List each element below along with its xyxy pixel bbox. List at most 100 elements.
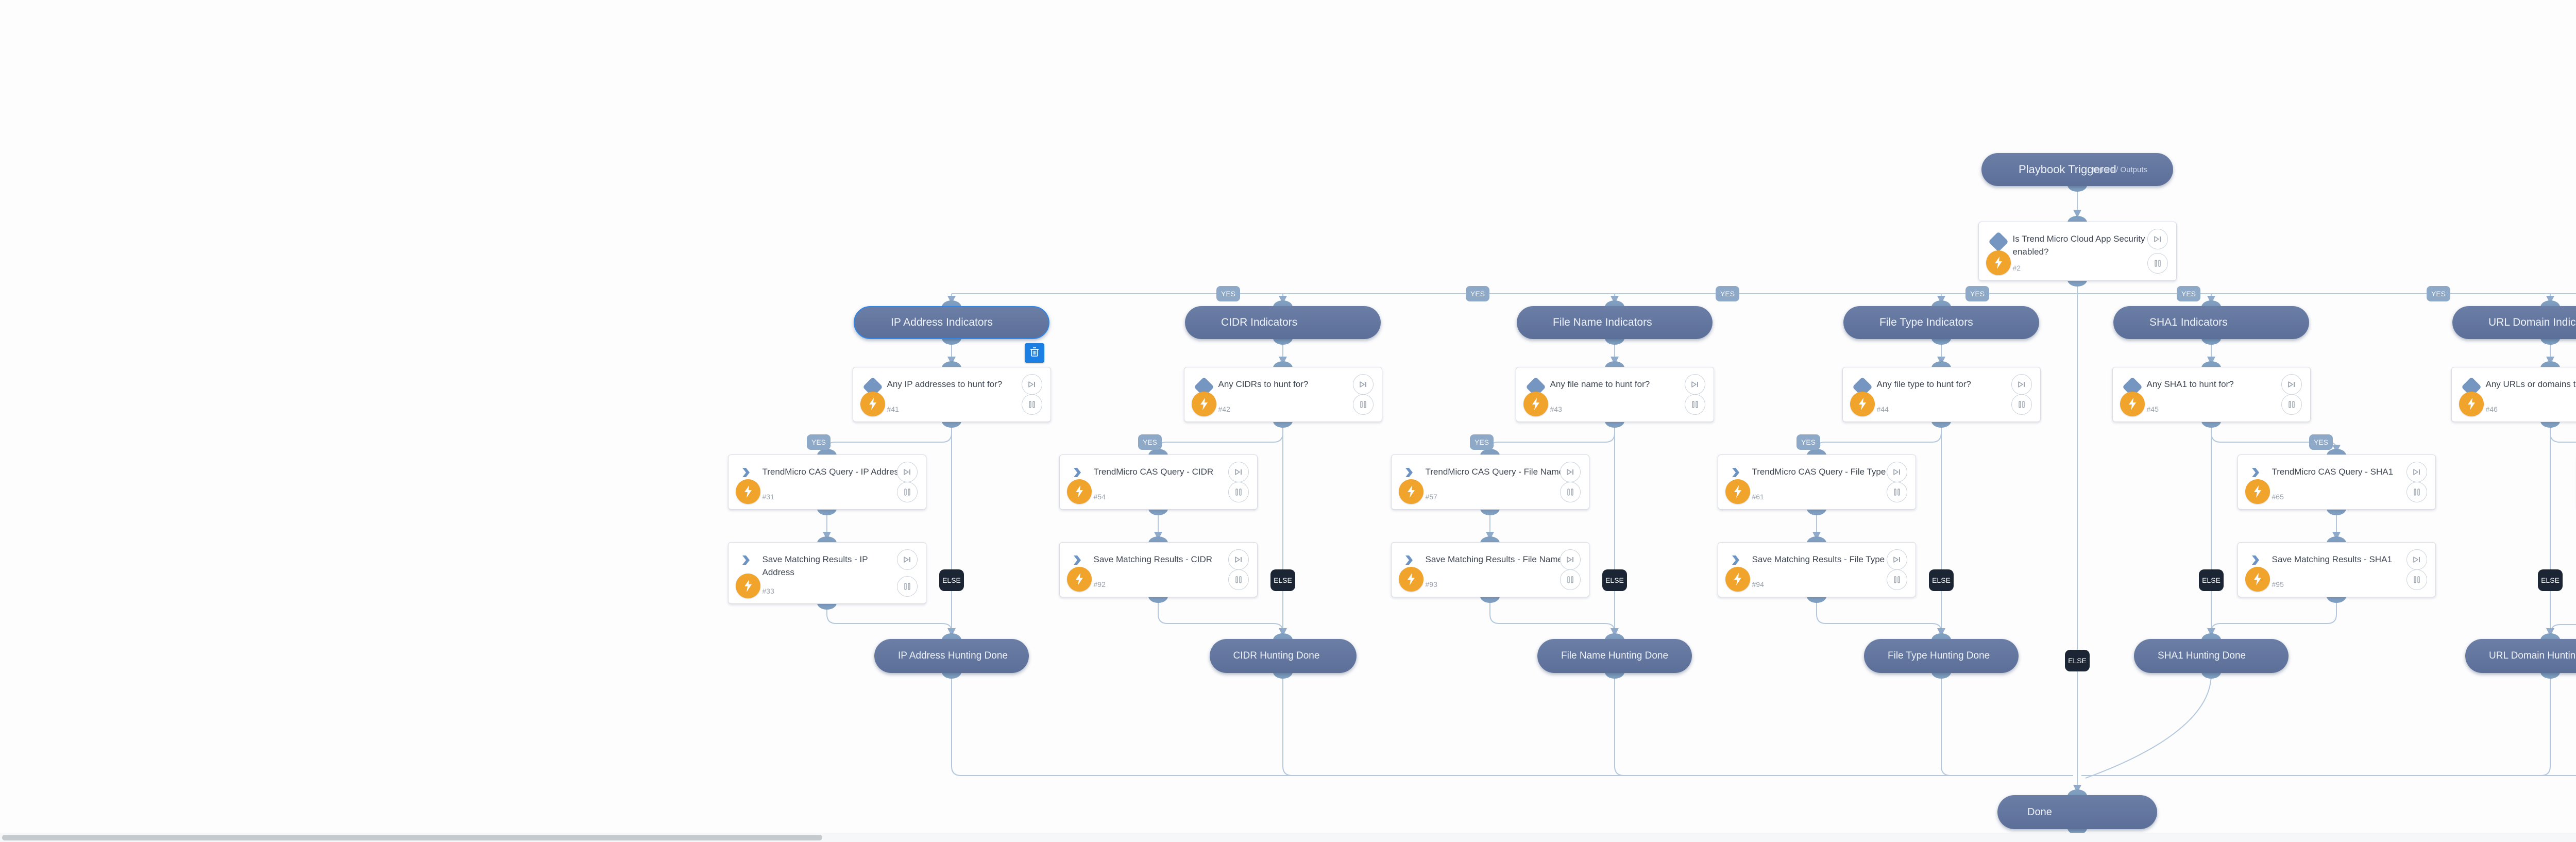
skip-task-button[interactable] bbox=[2147, 229, 2168, 249]
skip-task-button[interactable] bbox=[2406, 462, 2427, 482]
pause-task-button[interactable] bbox=[1352, 394, 1374, 415]
automation-chevron-icon bbox=[1730, 554, 1742, 569]
node-save-ip[interactable]: Save Matching Results - IP Address #33 bbox=[727, 542, 926, 604]
node-query-filetype[interactable]: TrendMicro CAS Query - File Type #61 bbox=[1717, 454, 1916, 510]
task-number: #42 bbox=[1218, 405, 1230, 413]
skip-task-button[interactable] bbox=[1352, 374, 1374, 395]
skip-task-button[interactable] bbox=[1886, 462, 1907, 482]
else-branch-label: ELSE bbox=[2199, 569, 2224, 591]
skip-task-button[interactable] bbox=[2406, 549, 2427, 570]
task-title: Save Matching Results - CIDR bbox=[1093, 554, 1213, 564]
task-title: TrendMicro CAS Query - File Type bbox=[1752, 467, 1886, 477]
horizontal-scrollbar-thumb[interactable] bbox=[2, 835, 822, 840]
skip-task-button[interactable] bbox=[896, 462, 918, 482]
yes-branch-label: YES bbox=[2427, 286, 2450, 301]
task-number: #61 bbox=[1752, 493, 1764, 501]
node-cond-sha1[interactable]: Any SHA1 to hunt for?#45 bbox=[2112, 367, 2311, 422]
node-query-cidr[interactable]: TrendMicro CAS Query - CIDR#54 bbox=[1059, 454, 1258, 510]
task-title: Any file name to hunt for? bbox=[1550, 379, 1650, 389]
task-title: Save Matching Results - IP Address bbox=[762, 554, 868, 577]
skip-task-button[interactable] bbox=[2011, 374, 2032, 395]
pause-task-button[interactable] bbox=[2281, 394, 2302, 415]
node-header-ip[interactable]: IP Address Indicators bbox=[854, 306, 1049, 339]
pause-task-button[interactable] bbox=[2406, 482, 2427, 502]
node-save-filename[interactable]: Save Matching Results - File Name#93 bbox=[1391, 542, 1589, 597]
node-end-sha1[interactable]: SHA1 Hunting Done bbox=[2134, 639, 2289, 673]
node-cond-filename[interactable]: Any file name to hunt for?#43 bbox=[1515, 367, 1714, 422]
node-header-urldomain[interactable]: URL Domain Indicators bbox=[2452, 306, 2576, 339]
node-end-filename[interactable]: File Name Hunting Done bbox=[1537, 639, 1692, 673]
pause-task-button[interactable] bbox=[896, 576, 918, 597]
node-label: SHA1 Indicators bbox=[2149, 316, 2228, 328]
quiet-mode-lightning-icon bbox=[1850, 392, 1875, 416]
pause-task-button[interactable] bbox=[1886, 482, 1907, 502]
node-header-cidr[interactable]: CIDR Indicators bbox=[1185, 306, 1381, 339]
task-number: #95 bbox=[2272, 580, 2284, 588]
node-end-filetype[interactable]: File Type Hunting Done bbox=[1864, 639, 2019, 673]
skip-task-button[interactable] bbox=[1228, 462, 1249, 482]
else-branch-label: ELSE bbox=[2538, 569, 2563, 591]
skip-task-button[interactable] bbox=[1560, 549, 1581, 570]
pause-task-button[interactable] bbox=[1021, 394, 1042, 415]
yes-branch-label: YES bbox=[1797, 434, 1820, 450]
node-query-filename[interactable]: TrendMicro CAS Query - File Name#57 bbox=[1391, 454, 1589, 510]
task-title: TrendMicro CAS Query - SHA1 bbox=[2272, 467, 2394, 477]
task-number: #33 bbox=[762, 587, 774, 595]
pause-task-button[interactable] bbox=[1560, 482, 1581, 502]
task-number: #46 bbox=[2485, 405, 2498, 413]
node-end-ip[interactable]: IP Address Hunting Done bbox=[874, 639, 1029, 673]
pause-task-button[interactable] bbox=[2011, 394, 2032, 415]
node-cond-cidr[interactable]: Any CIDRs to hunt for?#42 bbox=[1183, 367, 1382, 422]
pause-task-button[interactable] bbox=[1684, 394, 1705, 415]
node-label: Done bbox=[2027, 806, 2052, 818]
node-save-sha1[interactable]: Save Matching Results - SHA1#95 bbox=[2237, 542, 2436, 597]
node-query-sha1[interactable]: TrendMicro CAS Query - SHA1#65 bbox=[2237, 454, 2436, 510]
yes-branch-label: YES bbox=[1138, 434, 1162, 450]
node-header-filename[interactable]: File Name Indicators bbox=[1517, 306, 1713, 339]
node-header-filetype[interactable]: File Type Indicators bbox=[1843, 306, 2039, 339]
node-label: IP Address Hunting Done bbox=[898, 650, 1008, 661]
inputs-outputs-link[interactable]: Inputs / Outputs bbox=[2093, 165, 2147, 174]
node-save-cidr[interactable]: Save Matching Results - CIDR #92 bbox=[1059, 542, 1258, 597]
pause-task-button[interactable] bbox=[2147, 253, 2168, 274]
pause-task-button[interactable] bbox=[1228, 569, 1249, 590]
pause-task-button[interactable] bbox=[2406, 569, 2427, 590]
pause-task-button[interactable] bbox=[1560, 569, 1581, 590]
task-title: Any URLs or domains to hunt for? bbox=[2485, 379, 2576, 389]
automation-chevron-icon bbox=[1730, 466, 1742, 481]
node-query-ip[interactable]: TrendMicro CAS Query - IP Address#31 bbox=[727, 454, 926, 510]
skip-task-button[interactable] bbox=[1228, 549, 1249, 570]
node-cond-filetype[interactable]: Any file type to hunt for?#44 bbox=[1842, 367, 2041, 422]
skip-task-button[interactable] bbox=[1684, 374, 1705, 395]
quiet-mode-lightning-icon bbox=[735, 479, 760, 504]
node-cond-ip[interactable]: Any IP addresses to hunt for?#41 bbox=[852, 367, 1051, 422]
node-label: SHA1 Hunting Done bbox=[2158, 650, 2246, 661]
node-cond-urldomain[interactable]: Any URLs or domains to hunt for? #46 bbox=[2451, 367, 2576, 422]
node-end-urldomain[interactable]: URL Domain Hunting Done bbox=[2465, 639, 2576, 673]
automation-chevron-icon bbox=[1071, 466, 1083, 481]
skip-task-button[interactable] bbox=[2281, 374, 2302, 395]
delete-node-button[interactable] bbox=[1025, 343, 1044, 363]
node-label: CIDR Indicators bbox=[1221, 316, 1298, 328]
pause-task-button[interactable] bbox=[1886, 569, 1907, 590]
task-number: #41 bbox=[887, 405, 899, 413]
node-label: URL Domain Hunting Done bbox=[2489, 650, 2576, 661]
task-number: #45 bbox=[2146, 405, 2159, 413]
node-save-filetype[interactable]: Save Matching Results - File Type#94 bbox=[1717, 542, 1916, 597]
task-number: #92 bbox=[1093, 580, 1106, 588]
else-branch-label: ELSE bbox=[2065, 650, 2090, 671]
skip-task-button[interactable] bbox=[1560, 462, 1581, 482]
node-done[interactable]: Done bbox=[1997, 795, 2157, 829]
task-title: Is Trend Micro Cloud App Security enable… bbox=[2012, 234, 2145, 257]
node-cond-main[interactable]: Is Trend Micro Cloud App Security enable… bbox=[1978, 222, 2177, 281]
skip-task-button[interactable] bbox=[896, 549, 918, 570]
node-header-sha1[interactable]: SHA1 Indicators bbox=[2113, 306, 2309, 339]
pause-task-button[interactable] bbox=[896, 482, 918, 502]
node-end-cidr[interactable]: CIDR Hunting Done bbox=[1209, 639, 1357, 673]
skip-task-button[interactable] bbox=[1886, 549, 1907, 570]
skip-task-button[interactable] bbox=[1021, 374, 1042, 395]
task-title: TrendMicro CAS Query - IP Address bbox=[762, 467, 903, 477]
pause-task-button[interactable] bbox=[1228, 482, 1249, 502]
